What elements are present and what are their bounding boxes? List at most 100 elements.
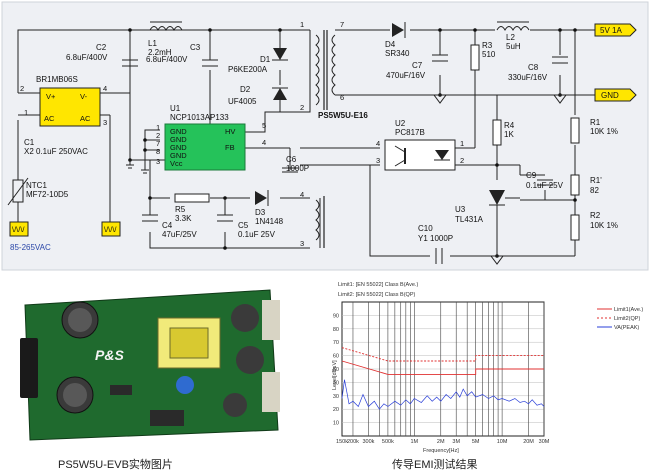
inductor-l2: L2 5uH (496, 21, 530, 51)
emi-y-tick-label: 30 (333, 394, 339, 400)
c3-ref: C3 (190, 43, 201, 52)
l1-ref: L1 (148, 39, 157, 48)
tx-pin-7: 7 (340, 20, 344, 29)
emi-x-tick-label: 20M (523, 439, 534, 445)
emi-x-tick-label: 5M (472, 439, 480, 445)
emi-y-tick-label: 90 (333, 313, 339, 319)
br1-pin-num-left: 2 (20, 84, 24, 93)
legend-limit1: Limit1(Ave.) (614, 307, 643, 313)
d1-value: P6KE200A (228, 65, 268, 74)
l2-ref: L2 (506, 33, 515, 42)
r1p-ref: R1' (590, 176, 602, 185)
d2-ref: D2 (240, 85, 251, 94)
u3-ref: U3 (455, 205, 466, 214)
emi-x-label: Frequency[Hz] (423, 448, 459, 454)
emi-x-tick-label: 1M (411, 439, 419, 445)
u2-pin-1: 1 (460, 139, 464, 148)
br1-ref: BR1MB06S (36, 75, 78, 84)
input-voltage-range: 85-265VAC (10, 243, 51, 252)
tx-pin-3: 3 (300, 239, 304, 248)
u1-pin-fb: FB (225, 143, 235, 152)
c10-value: Y1 1000P (418, 234, 453, 243)
emi-series-limit1 (341, 360, 544, 375)
c10-ref: C10 (418, 224, 433, 233)
ac-terminal-2: \/\/\/ (104, 225, 117, 234)
diode-d4: D4 SR340 (385, 22, 410, 58)
r5-ref: R5 (175, 205, 186, 214)
br1-pin-vplus: V+ (46, 92, 56, 101)
c3-value: 6.8uF/400V (146, 55, 188, 64)
r1p-value: 82 (590, 186, 599, 195)
inductor-l1: L1 2.2mH (148, 21, 183, 57)
u1-value: NCP1013AP133 (170, 113, 229, 122)
rail-gnd: GND (594, 88, 637, 102)
resistor-r5: R5 3.3K (174, 193, 210, 223)
junction-dots (128, 28, 577, 258)
capacitor-c4: C4 47uF/25V (142, 214, 197, 239)
rail-5v: 5V 1A (594, 23, 637, 37)
r1-ref: R1 (590, 118, 601, 127)
u1-pin-num-3: 3 (156, 157, 160, 166)
u2-value: PC817B (395, 128, 425, 137)
u1-pin-gnd-1: GND (170, 127, 187, 136)
ac-input-terminals: \/\/\/ \/\/\/ 85-265VAC (9, 200, 121, 252)
u1-pin-gnd-2: GND (170, 135, 187, 144)
emi-x-tick-label: 30M (539, 439, 550, 445)
resistor-r4: R4 1K (492, 119, 515, 146)
c2-ref: C2 (96, 43, 107, 52)
resistor-r3: R3 510 (470, 41, 496, 71)
ground-symbols (126, 94, 567, 265)
emi-series (341, 347, 545, 410)
d4-value: SR340 (385, 49, 410, 58)
capacitor-c2: C2 6.8uF/400V (66, 43, 138, 67)
capacitor-c7: C7 470uF/16V (386, 54, 448, 80)
legend-peak: VA(PEAK) (614, 325, 639, 331)
r3-ref: R3 (482, 41, 493, 50)
emi-y-tick-label: 50 (333, 367, 339, 373)
c9-value: 0.1uF 25V (526, 181, 564, 190)
l1-value: 2.2mH (148, 48, 172, 57)
u1-pin-num-2: 2 (156, 131, 160, 140)
emi-x-tick-label: 200k (347, 439, 359, 445)
br1-pin-num-top: 1 (24, 108, 28, 117)
legend-limit2: Limit2(QP) (614, 316, 640, 322)
d2-value: UF4005 (228, 97, 257, 106)
c7-ref: C7 (412, 61, 423, 70)
tx-pin-6: 6 (340, 93, 344, 102)
diode-d3: D3 1N4148 (255, 190, 284, 226)
c8-ref: C8 (528, 63, 539, 72)
u2-pin-2: 2 (460, 156, 464, 165)
bridge-rectifier-br1: V+ V- AC AC BR1MB06S 2 4 1 3 (20, 75, 107, 127)
emi-y-tick-label: 80 (333, 327, 339, 333)
c5-ref: C5 (238, 221, 249, 230)
c4-ref: C4 (162, 221, 173, 230)
r2-ref: R2 (590, 211, 601, 220)
r1-value: 10K 1% (590, 127, 618, 136)
emi-x-tick-label: 3M (452, 439, 460, 445)
r5-value: 3.3K (175, 214, 192, 223)
board-photo: P&S PS5W5U-EVB实物图片 (6, 282, 296, 471)
emi-y-tick-label: 70 (333, 340, 339, 346)
u2-pin-4: 4 (376, 139, 380, 148)
c9-ref: C9 (526, 171, 537, 180)
ntc1-ref: NTC1 (26, 181, 47, 190)
br1-pin-vminus: V- (80, 92, 88, 101)
br1-pin-num-right: 4 (103, 84, 107, 93)
emi-legend: Limit1(Ave.) Limit2(QP) VA(PEAK) (597, 307, 643, 331)
capacitor-c5: C5 0.1uF 25V (217, 214, 276, 239)
r3-value: 510 (482, 50, 496, 59)
c1-ref: C1 (24, 138, 35, 147)
c4-value: 47uF/25V (162, 230, 197, 239)
emi-x-tick-label: 500k (382, 439, 394, 445)
emi-caption: 传导EMI测试结果 (392, 458, 478, 471)
r2-value: 10K 1% (590, 221, 618, 230)
emi-limit1-title: Limit1: [EN 55022] Class B(Ave.) (338, 282, 418, 288)
c7-value: 470uF/16V (386, 71, 426, 80)
board-silkscreen: P&S (95, 347, 124, 363)
u1-pin-num-1: 1 (156, 123, 160, 132)
u1-pin-gnd-4: GND (170, 151, 187, 160)
emi-series-limit2 (341, 347, 544, 362)
tx-pin-1: 1 (300, 20, 304, 29)
